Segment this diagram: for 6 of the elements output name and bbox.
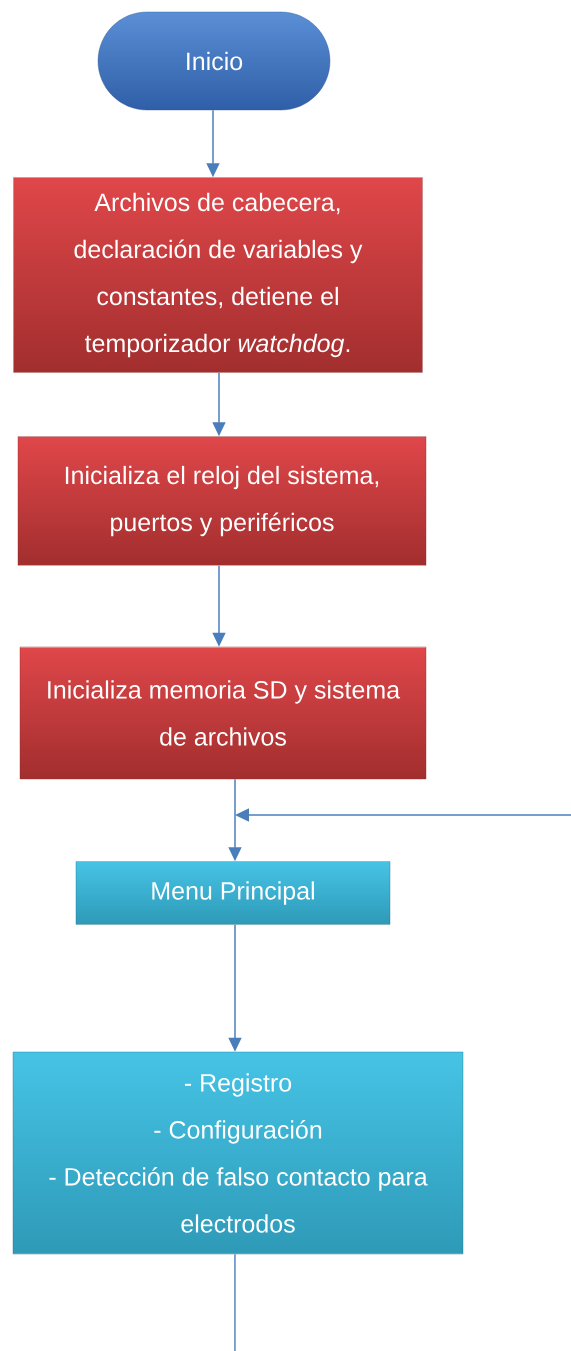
process-box: Inicializa el reloj del sistema, puertos y periféricos [17,436,427,566]
terminal-box: Inicio [97,11,331,111]
process-box: Inicializa memoria SD y sistema de archivos [19,646,427,780]
process-box: Archivos de cabecera, declaración de variables y constantes, detiene el temporizador watchdog. [13,177,423,373]
menu-box: Menu Principal [75,861,391,925]
menu-box: - Registro - Configuración - Detección de falso contacto para electrodos [12,1051,464,1255]
